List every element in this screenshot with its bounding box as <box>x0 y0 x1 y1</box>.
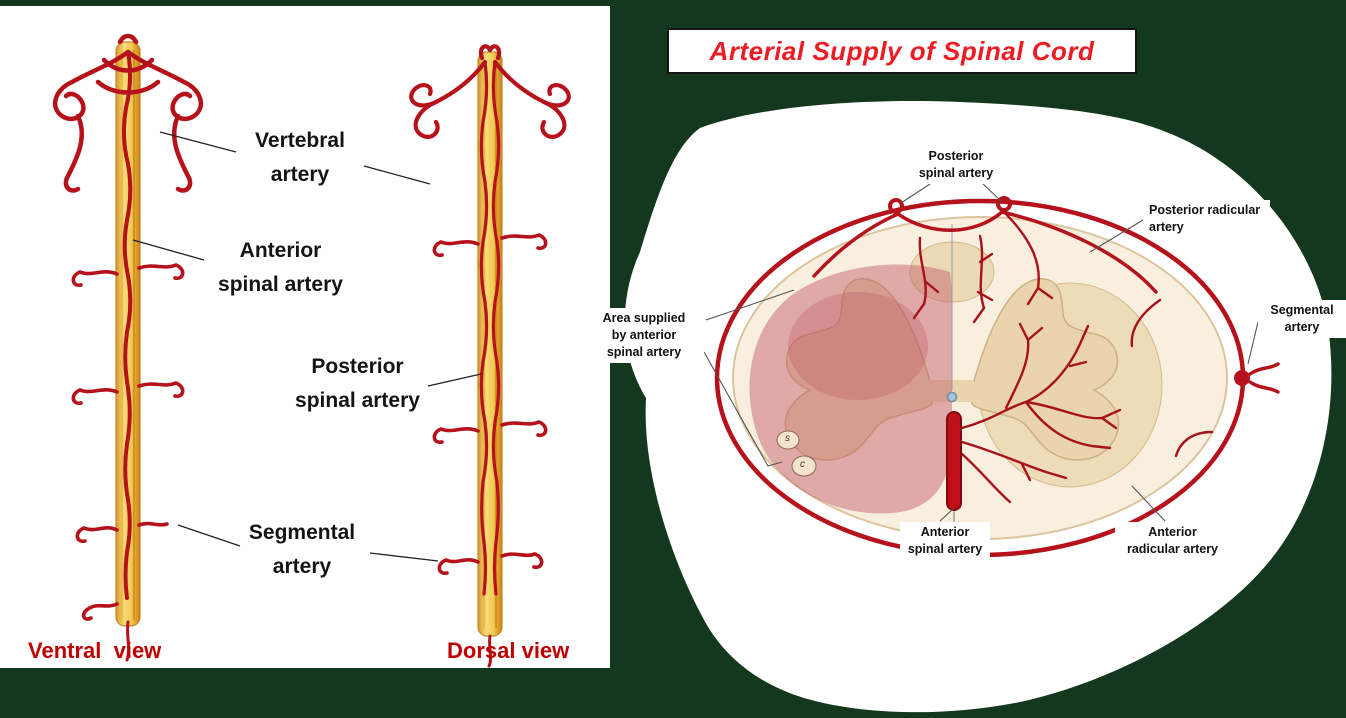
caption-dorsal-view: Dorsal view <box>447 638 570 663</box>
label-cs-posterior-spinal-artery: Posterior spinal artery <box>903 146 1009 184</box>
label-cs-area-supplied: Area supplied by anterior spinal artery <box>584 308 704 363</box>
label-cs-posterior-radicular-artery: Posterior radicular artery <box>1145 200 1270 238</box>
cross-section-drawing <box>714 196 1280 558</box>
longitudinal-views-panel: Vertebral artery Anterior spinal artery … <box>0 6 610 668</box>
page-title: Arterial Supply of Spinal Cord <box>709 35 1095 66</box>
label-segmental-artery: Segmental artery <box>248 521 356 578</box>
label-cs-segmental-artery: Segmental artery <box>1258 300 1346 338</box>
spinal-cord-longitudinal-illustration <box>52 33 571 668</box>
cross-section-connector-lines <box>703 183 1259 522</box>
label-cs-anterior-spinal-artery: Anterior spinal artery <box>900 522 990 560</box>
cross-section-panel: Posterior spinal artery Posterior radicu… <box>584 0 1346 718</box>
caption-ventral-view: Ventral view <box>28 638 162 663</box>
spinal-cord-cross-section-illustration <box>624 101 1332 713</box>
marker-s-tract: s <box>785 433 790 444</box>
label-vertebral-artery: Vertebral artery <box>255 129 345 186</box>
left-connector-lines <box>132 131 482 562</box>
label-posterior-spinal-artery: Posterior spinal artery <box>295 355 420 412</box>
label-anterior-spinal-artery: Anterior spinal artery <box>218 239 343 296</box>
title-box: Arterial Supply of Spinal Cord <box>667 28 1137 74</box>
dorsal-cord-drawing <box>409 44 571 668</box>
label-cs-anterior-radicular-artery: Anterior radicular artery <box>1115 522 1230 560</box>
ventral-cord-drawing <box>52 33 204 662</box>
marker-c-tract: c <box>800 459 805 470</box>
